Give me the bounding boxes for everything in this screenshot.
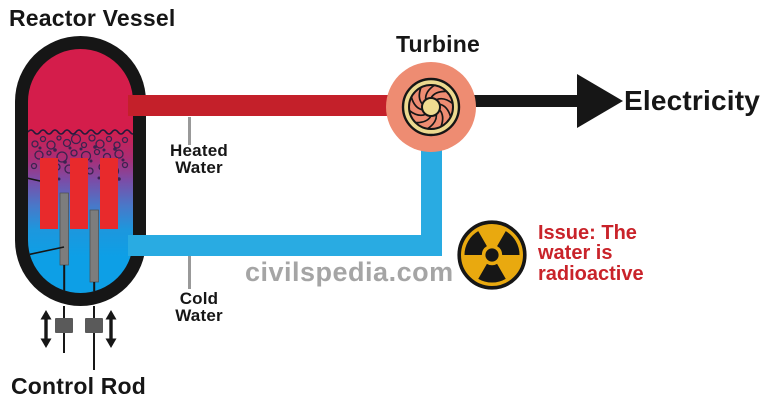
- heated-water-leader-line: [188, 117, 191, 145]
- fuel-rods: [40, 158, 118, 229]
- electricity-arrow-shaft: [470, 95, 578, 107]
- cold-water-leader-line: [188, 256, 191, 289]
- right-arrow-icon: [577, 74, 623, 128]
- heated-water-pipe: [128, 95, 390, 116]
- issue-line2: water is: [538, 242, 613, 265]
- reactor-vessel-label: Reactor Vessel: [9, 5, 176, 31]
- pointer-line-control-rod: [28, 246, 65, 256]
- water-surface-wave: [28, 129, 133, 135]
- control-rod-drive-block: [55, 318, 73, 333]
- heated-water-label: Heated Water: [159, 141, 239, 177]
- cold-water-line2: Water: [175, 305, 223, 325]
- vessel-contents-graphic: [28, 129, 133, 293]
- control-rod-stem: [93, 306, 95, 370]
- cold-water-line1: Cold: [179, 289, 219, 308]
- turbine-fan-icon: [386, 62, 476, 152]
- electricity-label: Electricity: [624, 85, 761, 116]
- watermark: civilspedia.com: [245, 257, 454, 287]
- issue-note: Issue: The water is radioactive: [538, 222, 644, 285]
- control-rod-stems-inner: [63, 265, 96, 293]
- reactor-vessel: [15, 36, 146, 306]
- issue-line3: radioactive: [538, 262, 644, 285]
- heated-water-line1: Heated: [170, 141, 228, 160]
- issue-line1: Issue: The: [538, 222, 637, 244]
- cold-water-pipe-vertical: [421, 138, 442, 235]
- cold-water-pipe-horizontal: [128, 235, 442, 256]
- control-rod-label: Control Rod: [11, 373, 147, 399]
- reactor-vessel-interior: [28, 49, 133, 293]
- radioactive-trefoil-icon: [457, 220, 527, 290]
- up-down-arrow-icon: [40, 310, 52, 348]
- cold-water-label: Cold Water: [159, 289, 239, 325]
- turbine-label: Turbine: [395, 31, 481, 57]
- control-rod-drive-block: [85, 318, 103, 333]
- heated-water-line2: Water: [175, 157, 223, 177]
- up-down-arrow-icon: [105, 310, 117, 348]
